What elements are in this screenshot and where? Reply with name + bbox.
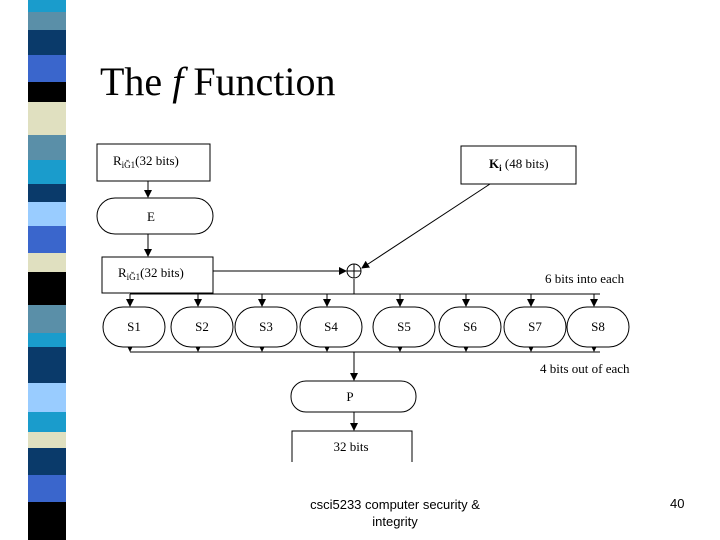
stripe bbox=[28, 502, 66, 540]
stripe bbox=[28, 432, 66, 448]
title-text: The bbox=[100, 59, 173, 104]
sbox-2 bbox=[170, 306, 234, 348]
sbox-label: S2 bbox=[195, 319, 209, 334]
stripe bbox=[28, 253, 66, 272]
sbox-label: S4 bbox=[324, 319, 338, 334]
stripe bbox=[28, 55, 66, 82]
footer-text: csci5233 computer security & integrity bbox=[310, 497, 480, 529]
key-label: Ki (48 bits) bbox=[489, 156, 549, 173]
stripe bbox=[28, 333, 66, 347]
output-box bbox=[291, 430, 413, 462]
decorative-stripe-bar bbox=[28, 0, 66, 540]
expansion-label: E bbox=[147, 209, 155, 224]
sbox-label: S8 bbox=[591, 319, 605, 334]
output-label: 32 bits bbox=[333, 439, 368, 454]
stripe bbox=[28, 135, 66, 160]
sbox-label: S1 bbox=[127, 319, 141, 334]
expansion-box bbox=[96, 197, 214, 235]
stripe bbox=[28, 383, 66, 412]
sbox-label: S5 bbox=[397, 319, 411, 334]
title-italic-f: f bbox=[172, 59, 184, 104]
stripe bbox=[28, 475, 66, 502]
sbox-4 bbox=[299, 306, 363, 348]
title-text-suffix: Function bbox=[183, 59, 336, 104]
key-box bbox=[460, 145, 577, 185]
stripe bbox=[28, 0, 66, 12]
stripe bbox=[28, 102, 66, 135]
stripe bbox=[28, 448, 66, 475]
sbox-label: S6 bbox=[463, 319, 477, 334]
stripe bbox=[28, 305, 66, 333]
r-input-label: RiĞ1(32 bits) bbox=[113, 153, 179, 170]
sbox-label: S3 bbox=[259, 319, 273, 334]
stripe bbox=[28, 272, 66, 305]
stripe bbox=[28, 202, 66, 226]
stripe bbox=[28, 30, 66, 55]
r-input-box bbox=[96, 143, 211, 182]
sbox-1 bbox=[102, 306, 166, 348]
sbox-label: S7 bbox=[528, 319, 542, 334]
stripe bbox=[28, 347, 66, 383]
r-expanded-box bbox=[101, 256, 214, 294]
permutation-label: P bbox=[346, 389, 353, 404]
page-number: 40 bbox=[670, 496, 685, 511]
in-label: 6 bits into each bbox=[545, 271, 625, 286]
stripe bbox=[28, 160, 66, 184]
stripe bbox=[28, 412, 66, 432]
sbox-7 bbox=[503, 306, 567, 348]
slide-title: The f Function bbox=[100, 58, 336, 105]
sbox-6 bbox=[438, 306, 502, 348]
r-expanded-label: RiĞ1(32 bits) bbox=[118, 265, 184, 282]
sbox-3 bbox=[234, 306, 298, 348]
stripe bbox=[28, 82, 66, 102]
stripe bbox=[28, 12, 66, 30]
out-label: 4 bits out of each bbox=[540, 361, 630, 376]
stripe bbox=[28, 184, 66, 202]
stripe bbox=[28, 226, 66, 253]
sbox-8 bbox=[566, 306, 630, 348]
sbox-5 bbox=[372, 306, 436, 348]
